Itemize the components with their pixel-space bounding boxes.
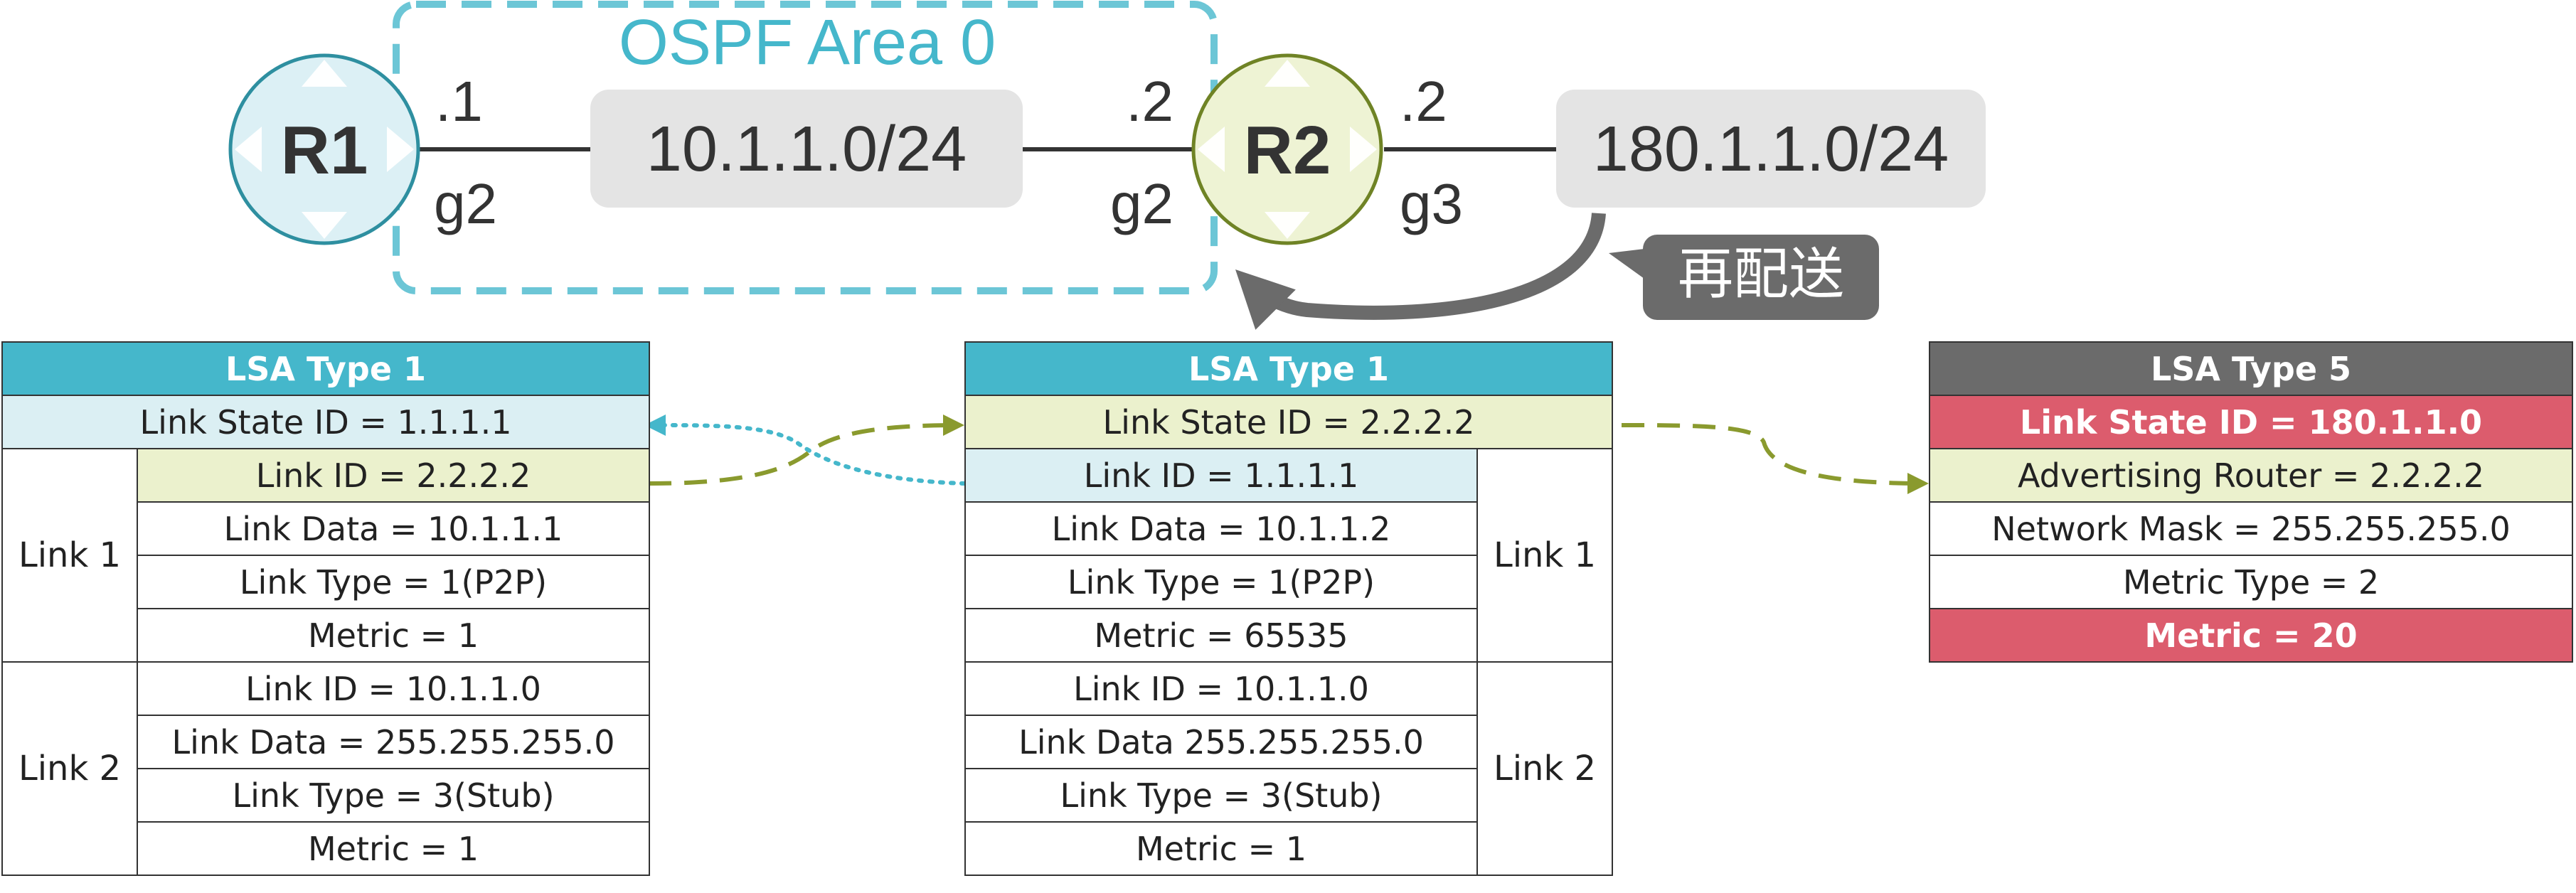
lsa-type5-table: LSA Type 5 Link State ID = 180.1.1.0 Adv…	[1929, 341, 2573, 663]
lsa-type1-r2-table: LSA Type 1 Link State ID = 2.2.2.2 Link …	[964, 341, 1614, 876]
link-state-id: Link State ID = 180.1.1.0	[1929, 395, 2573, 449]
link-state-id: Link State ID = 1.1.1.1	[1, 395, 651, 449]
link-data: Link Data 255.255.255.0	[964, 715, 1478, 769]
link-id: Link ID = 10.1.1.0	[964, 661, 1478, 716]
lsa-header: LSA Type 1	[1, 341, 651, 396]
router-r1: R1	[228, 53, 420, 245]
link-id-to-r1-connector	[644, 415, 967, 486]
redistribute-arrow	[1235, 212, 1606, 330]
metric: Metric = 1	[136, 608, 651, 663]
r2-right-interface: g3	[1400, 172, 1463, 235]
link-type: Link Type = 3(Stub)	[136, 768, 651, 823]
r1-address: .1	[435, 70, 483, 133]
network-mask: Network Mask = 255.255.255.0	[1929, 501, 2573, 556]
link-2-label: Link 2	[1476, 661, 1614, 876]
redistribute-callout: 再配送	[1609, 235, 1879, 320]
router-r2-circle	[1191, 53, 1383, 245]
area-label: OSPF Area 0	[619, 7, 996, 78]
link-id: Link ID = 10.1.1.0	[136, 661, 651, 716]
router-r2-label: R2	[1244, 112, 1331, 188]
router-r1-label: R1	[281, 112, 368, 188]
lsa-type1-r1-table: LSA Type 1 Link State ID = 1.1.1.1 Link …	[1, 341, 651, 876]
link-1-label: Link 1	[1, 448, 138, 663]
link-id: Link ID = 1.1.1.1	[964, 448, 1478, 503]
redistribute-label: 再配送	[1678, 242, 1844, 306]
link-2-label: Link 2	[1, 661, 138, 876]
r2-right-address: .2	[1400, 70, 1447, 133]
r2-left-address: .2	[1126, 70, 1173, 133]
link-data: Link Data = 10.1.1.2	[964, 501, 1478, 556]
link-type: Link Type = 3(Stub)	[964, 768, 1478, 823]
router-arrows-icon	[1198, 60, 1377, 239]
router-r2: R2	[1191, 53, 1383, 245]
adv-router-connector	[1621, 423, 1929, 494]
network-1-box	[590, 90, 1023, 208]
link-type: Link Type = 1(P2P)	[136, 555, 651, 609]
router-arrows-icon	[235, 60, 414, 239]
lsa-header: LSA Type 1	[964, 341, 1614, 396]
network-1-label: 10.1.1.0/24	[646, 114, 967, 185]
network-2-box	[1556, 90, 1986, 208]
network-2-label: 180.1.1.0/24	[1593, 114, 1949, 185]
metric: Metric = 1	[136, 821, 651, 876]
lsa-header: LSA Type 5	[1929, 341, 2573, 396]
link-data: Link Data = 10.1.1.1	[136, 501, 651, 556]
link-data: Link Data = 255.255.255.0	[136, 715, 651, 769]
metric-type: Metric Type = 2	[1929, 555, 2573, 609]
advertising-router: Advertising Router = 2.2.2.2	[1929, 448, 2573, 503]
link-1-label: Link 1	[1476, 448, 1614, 663]
metric: Metric = 65535	[964, 608, 1478, 663]
link-state-id: Link State ID = 2.2.2.2	[964, 395, 1614, 449]
r2-left-interface: g2	[1110, 172, 1173, 235]
link-id-to-r2-connector	[648, 415, 964, 486]
metric: Metric = 20	[1929, 608, 2573, 663]
link-id: Link ID = 2.2.2.2	[136, 448, 651, 503]
r1-interface: g2	[434, 172, 497, 235]
router-r1-circle	[228, 53, 420, 245]
link-type: Link Type = 1(P2P)	[964, 555, 1478, 609]
metric: Metric = 1	[964, 821, 1478, 876]
